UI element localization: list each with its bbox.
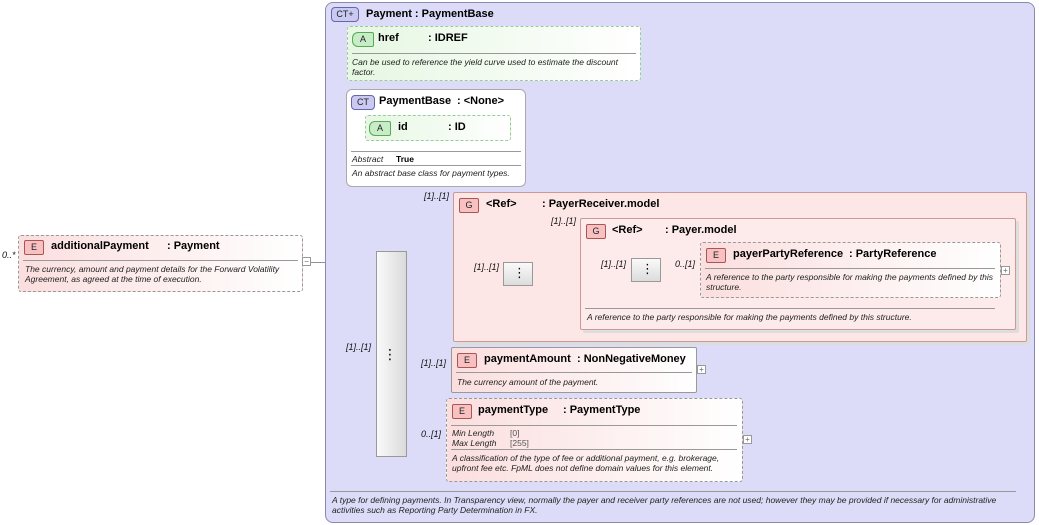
- group-badge: G: [586, 224, 606, 239]
- attribute-badge: A: [352, 32, 374, 47]
- complex-type-name: PaymentBase: [379, 95, 452, 107]
- group-sequence[interactable]: ⋮: [503, 262, 533, 286]
- separator: [23, 260, 298, 261]
- separator: [451, 449, 737, 450]
- expand-toggle[interactable]: +: [697, 365, 706, 374]
- connector-root-to-ct: [310, 262, 336, 263]
- sequence-icon: ⋮: [383, 346, 397, 362]
- min-length-value: [0]: [510, 428, 520, 438]
- group-description: A reference to the party responsible for…: [587, 312, 912, 322]
- sequence-icon: ⋮: [641, 261, 654, 276]
- element-badge: E: [24, 240, 44, 255]
- inner-sequence-multiplicity: [1]..[1]: [474, 262, 500, 272]
- sequence-icon: ⋮: [513, 265, 526, 280]
- element-badge: E: [706, 248, 726, 263]
- complex-type-base: : <None>: [457, 95, 505, 107]
- max-length-label: Max Length: [452, 438, 497, 448]
- payer-sequence[interactable]: ⋮: [631, 258, 661, 282]
- group-multiplicity: [1]..[1]: [424, 191, 450, 201]
- paymentbase-complex-type[interactable]: CT PaymentBase : <None> A id : ID Abstra…: [346, 89, 526, 187]
- payment-amount-element[interactable]: E paymentAmount : NonNegativeMoney The c…: [451, 347, 697, 393]
- attribute-type: : IDREF: [428, 32, 468, 44]
- id-attribute[interactable]: A id : ID: [365, 115, 511, 141]
- separator: [351, 165, 521, 166]
- href-attribute[interactable]: A href : IDREF Can be used to reference …: [347, 26, 641, 81]
- expand-toggle[interactable]: +: [743, 435, 752, 444]
- complex-type-footer: A type for defining payments. In Transpa…: [332, 495, 997, 515]
- separator: [585, 308, 995, 309]
- separator: [451, 425, 737, 426]
- element-description: A reference to the party responsible for…: [706, 272, 993, 292]
- separator: [705, 268, 995, 269]
- group-name: : PayerReceiver.model: [542, 198, 660, 210]
- sequence-compositor[interactable]: ⋮: [376, 251, 407, 457]
- max-length-value: [255]: [510, 438, 529, 448]
- separator: [352, 53, 636, 54]
- group-name: : Payer.model: [665, 224, 737, 236]
- abstract-label: Abstract: [352, 154, 384, 164]
- element-type: : Payment: [167, 240, 220, 252]
- element-name: additionalPayment: [51, 240, 149, 252]
- additional-payment-element[interactable]: E additionalPayment : Payment The curren…: [18, 235, 303, 292]
- complex-type-badge: CT+: [331, 7, 359, 22]
- element-name: paymentType: [478, 404, 549, 416]
- attribute-name: href: [378, 32, 399, 44]
- element-multiplicity: 0..[1]: [675, 259, 696, 269]
- footer-separator: [330, 491, 1016, 492]
- element-name: payerPartyReference: [733, 248, 844, 260]
- abstract-value: True: [396, 154, 414, 164]
- attribute-name: id: [398, 121, 408, 133]
- ct-plus-icon: +: [348, 9, 354, 19]
- complex-type-title: Payment : PaymentBase: [366, 8, 494, 20]
- root-multiplicity: 0..*: [2, 250, 16, 260]
- element-type: : PartyReference: [849, 248, 937, 260]
- element-badge: E: [457, 353, 477, 368]
- separator: [456, 372, 692, 373]
- attribute-type: : ID: [448, 121, 466, 133]
- group-badge: G: [459, 198, 479, 213]
- payer-party-reference-element[interactable]: E payerPartyReference : PartyReference A…: [700, 242, 1001, 298]
- payment-type-element[interactable]: E paymentType : PaymentType Min Length […: [446, 398, 743, 482]
- element-type: : PaymentType: [563, 404, 641, 416]
- element-multiplicity: [1]..[1]: [421, 358, 447, 368]
- complex-type-description: An abstract base class for payment types…: [352, 168, 510, 178]
- element-badge: E: [452, 404, 472, 419]
- sequence-multiplicity: [1]..[1]: [346, 342, 372, 352]
- group-multiplicity: [1]..[1]: [551, 216, 577, 226]
- separator: [351, 151, 521, 152]
- element-multiplicity: 0..[1]: [421, 429, 442, 439]
- attribute-badge: A: [369, 121, 391, 136]
- element-description: The currency, amount and payment details…: [25, 264, 280, 284]
- min-length-label: Min Length: [452, 428, 495, 438]
- element-description: A classification of the type of fee or a…: [452, 453, 720, 473]
- element-description: The currency amount of the payment.: [457, 377, 599, 387]
- complex-type-badge: CT: [351, 95, 375, 110]
- attribute-description: Can be used to reference the yield curve…: [352, 57, 619, 77]
- expand-toggle[interactable]: +: [1001, 266, 1010, 275]
- inner-sequence-multiplicity: [1]..[1]: [601, 259, 627, 269]
- expand-toggle[interactable]: −: [302, 257, 311, 266]
- group-ref: <Ref>: [612, 224, 643, 236]
- element-type: : NonNegativeMoney: [577, 353, 686, 365]
- group-ref: <Ref>: [486, 198, 517, 210]
- element-name: paymentAmount: [484, 353, 571, 365]
